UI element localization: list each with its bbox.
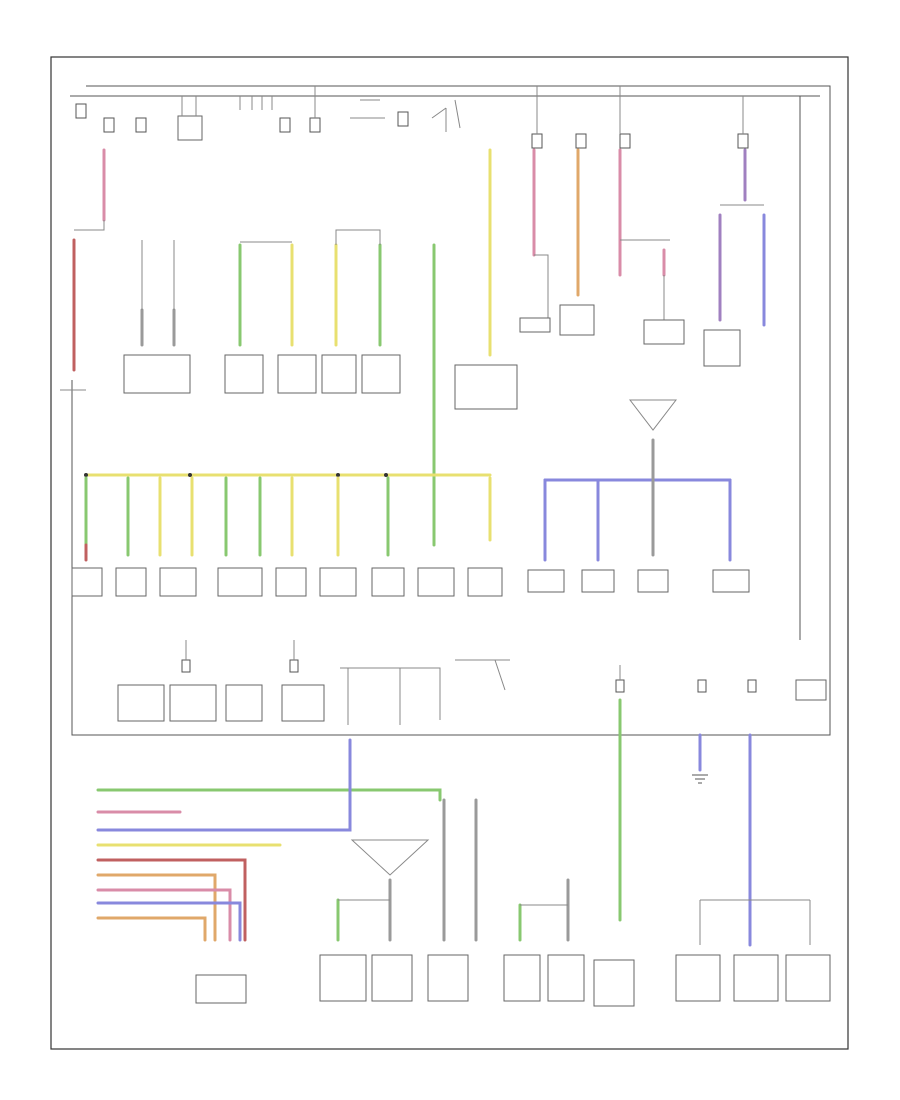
diagram-border [50, 56, 849, 1050]
fuse-15 [747, 679, 757, 693]
fuse-1 [75, 103, 87, 119]
module-r4 [785, 954, 831, 1002]
splice-1 [84, 473, 88, 477]
fuse-10 [737, 133, 749, 149]
fuse-13 [615, 679, 625, 693]
left-column-circuit [60, 148, 106, 391]
module-r5 [795, 679, 827, 701]
fuse-4 [279, 117, 291, 133]
lamp-3 [159, 567, 197, 597]
module-c2 [371, 954, 413, 1002]
relay-1 [177, 115, 203, 141]
fuse-8 [575, 133, 587, 149]
lamp-9 [467, 567, 503, 597]
fuse-11 [181, 659, 191, 673]
module-l2 [169, 684, 217, 722]
junction-module [454, 364, 518, 410]
top-fuse-row [75, 86, 749, 149]
module-l1 [117, 684, 165, 722]
module-l4 [281, 684, 325, 722]
module-r1 [593, 959, 635, 1007]
lamp-1 [71, 567, 103, 597]
switch-b [277, 354, 317, 394]
module-c4 [503, 954, 541, 1002]
connector-block [195, 974, 247, 1004]
bottom-harness [96, 738, 442, 1004]
splice-2 [188, 473, 192, 477]
sensor-a [519, 317, 551, 333]
module-right-2 [703, 329, 741, 367]
right-lower-section [593, 665, 831, 1007]
right-upper-cluster [519, 148, 766, 367]
splice-4 [384, 473, 388, 477]
module-c5 [547, 954, 585, 1002]
center-green-feed [432, 148, 518, 547]
module-c1 [319, 954, 367, 1002]
splice-3 [336, 473, 340, 477]
module-l3 [225, 684, 263, 722]
top-power-rail [70, 85, 831, 736]
module-r2 [675, 954, 721, 1002]
lamp-8 [417, 567, 455, 597]
center-upper-cluster [224, 229, 401, 394]
switch-d [361, 354, 401, 394]
fuse-3 [135, 117, 147, 133]
actuator-c [637, 569, 669, 593]
switch-c [321, 354, 357, 394]
switch-a [224, 354, 264, 394]
left-upper-cluster [123, 240, 191, 394]
fuse-6 [397, 111, 409, 127]
lamp-5 [275, 567, 307, 597]
fuse-7 [531, 133, 543, 149]
fuse-14 [697, 679, 707, 693]
module-left-1 [123, 354, 191, 394]
module-right-1 [643, 319, 685, 345]
ground-symbol-1 [692, 774, 708, 784]
fuse-9 [619, 133, 631, 149]
fuse-2 [103, 117, 115, 133]
actuator-d [712, 569, 750, 593]
lower-left-modules [117, 640, 510, 725]
actuator-a [527, 569, 565, 593]
lamp-4 [217, 567, 263, 597]
module-r3 [733, 954, 779, 1002]
lamp-2 [115, 567, 147, 597]
middle-bus [71, 473, 503, 597]
module-c3 [427, 954, 469, 1002]
fuse-12 [289, 659, 299, 673]
sensor-b [559, 304, 595, 336]
lamp-6 [319, 567, 357, 597]
fuse-5 [309, 117, 321, 133]
lamp-7 [371, 567, 405, 597]
center-bottom-cluster [319, 798, 585, 1002]
actuator-b [581, 569, 615, 593]
right-middle-splice [527, 399, 750, 593]
